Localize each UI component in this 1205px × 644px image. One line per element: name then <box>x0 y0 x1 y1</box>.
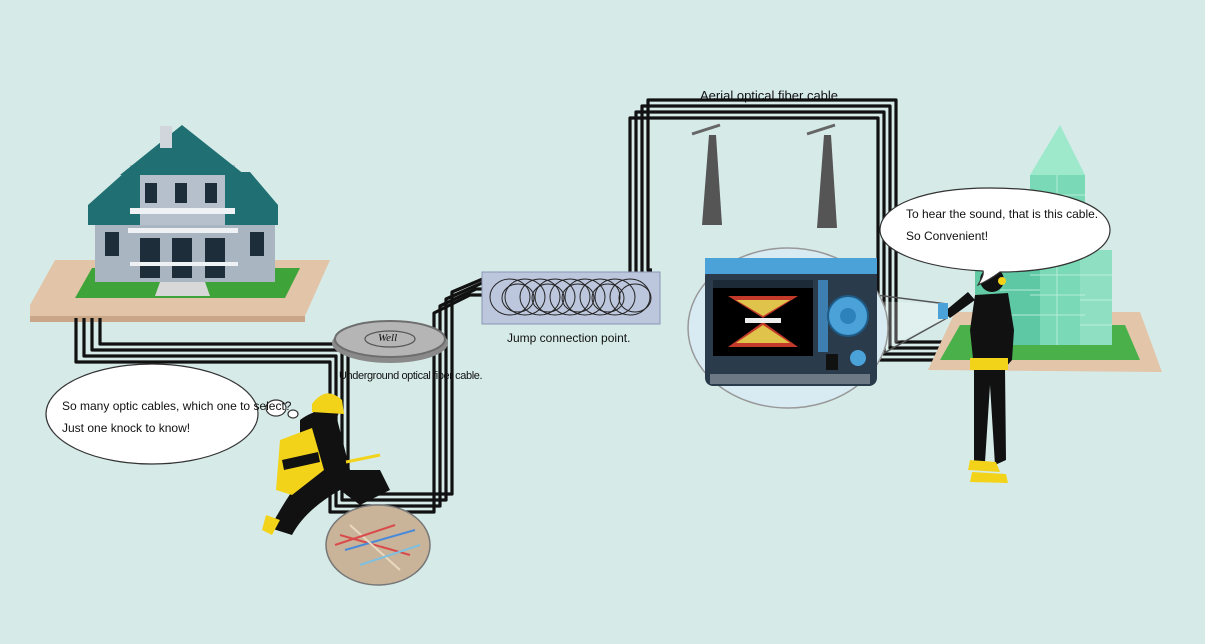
well-label: Well <box>378 332 398 344</box>
speech-bubble-right <box>879 187 1111 287</box>
aerial-cable-label: Aerial optical fiber cable. <box>700 88 842 103</box>
right-bubble-line2: So Convenient! <box>906 229 989 243</box>
worker-standing-icon <box>938 264 1014 483</box>
thought-bubble-left <box>45 363 299 465</box>
otdr-device-zoom <box>687 247 948 409</box>
underground-cable-label: Underground optical fiber cable. <box>339 370 483 382</box>
right-bubble-line1: To hear the sound, that is this cable. <box>906 207 1099 221</box>
house-icon <box>30 125 330 322</box>
utility-pole-icon <box>691 123 722 225</box>
right-bubble-text: To hear the sound, that is this cable. S… <box>906 203 1098 247</box>
jump-connection-label: Jump connection point. <box>507 331 631 345</box>
left-bubble-line2: Just one knock to know! <box>62 421 191 435</box>
left-bubble-line1: So many optic cables, which one to selec… <box>62 399 292 413</box>
worker-crouching-icon <box>262 393 431 586</box>
left-bubble-text: So many optic cables, which one to selec… <box>62 395 291 439</box>
well-cover-icon <box>332 320 448 363</box>
jump-connection-box <box>481 271 661 325</box>
utility-pole-icon <box>806 123 837 228</box>
